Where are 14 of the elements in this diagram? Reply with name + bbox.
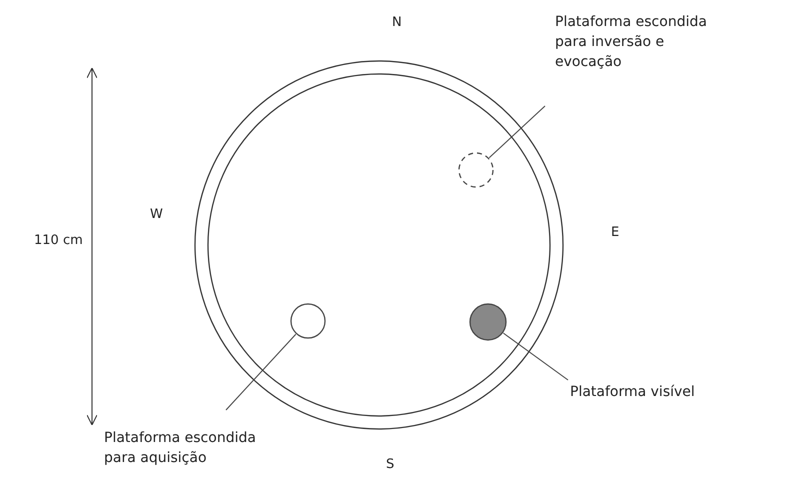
platform-label: Plataforma escondida para aquisição xyxy=(104,428,284,468)
compass-label: S xyxy=(386,457,394,472)
platform-circle xyxy=(290,303,326,339)
platform-circle xyxy=(469,303,507,341)
compass-label: N xyxy=(392,15,402,30)
leader-line xyxy=(488,106,546,158)
dimension-label: 110 cm xyxy=(34,233,83,248)
platform-circle xyxy=(458,152,494,188)
platform-label: Plataforma escondida para inversão e evocação xyxy=(555,12,735,72)
platform-label: Plataforma visível xyxy=(570,382,770,402)
leader-line xyxy=(226,334,296,410)
compass-label: W xyxy=(150,207,163,222)
compass-label: E xyxy=(611,225,620,240)
leader-line xyxy=(502,332,568,380)
